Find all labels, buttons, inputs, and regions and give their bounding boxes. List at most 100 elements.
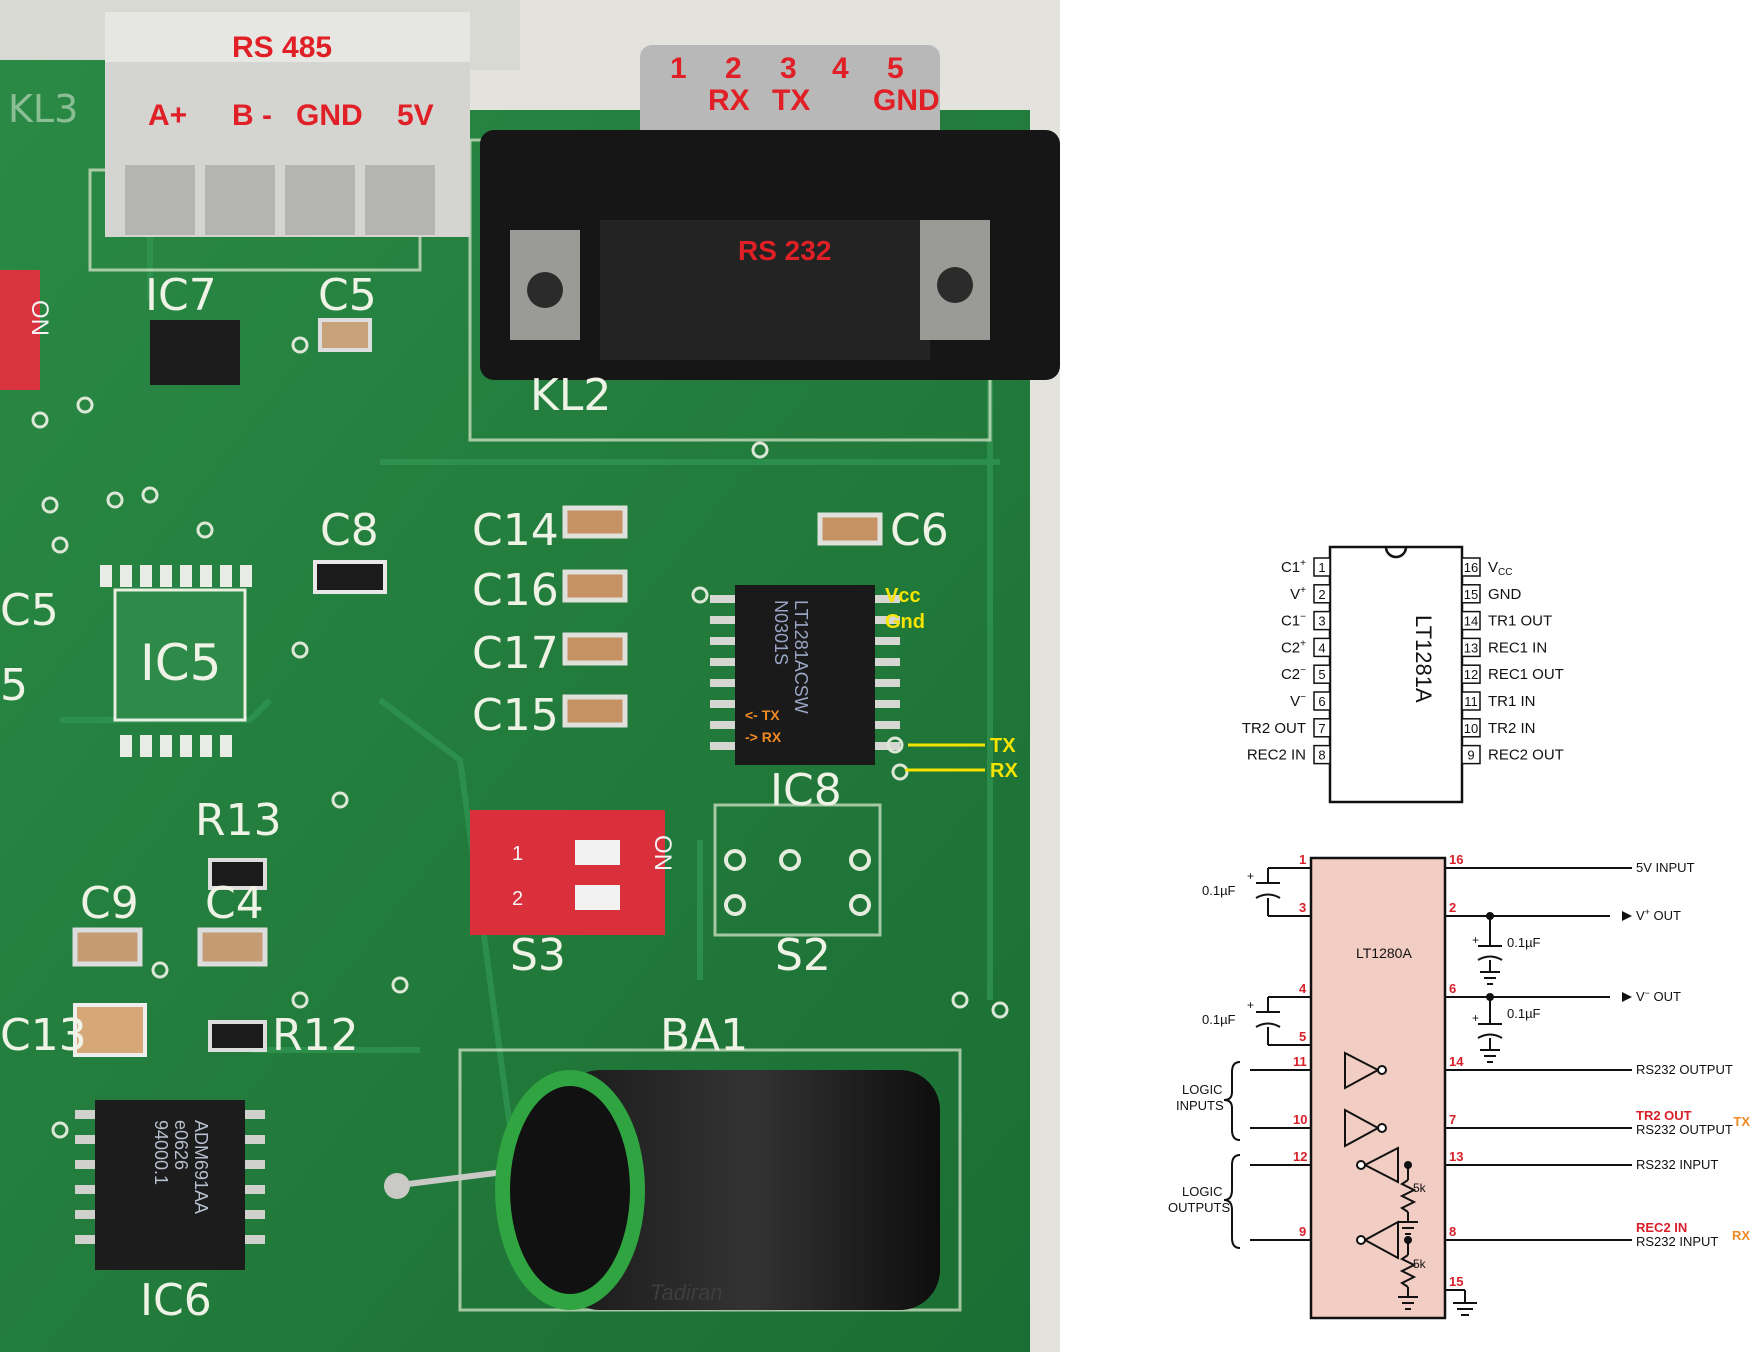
lt1280a-body (1309, 856, 1447, 1320)
rs485-pin-gnd: GND (296, 99, 363, 132)
pinout-pin-name: C1+ (1281, 558, 1306, 576)
pinout-pin-number: 4 (1318, 640, 1325, 655)
label-rx: RX (1732, 1228, 1750, 1243)
app-pin-3: 3 (1299, 900, 1306, 915)
db9-pin-1: 1 (670, 52, 687, 85)
rx-wire-label: RX (990, 760, 1018, 782)
ic6-marking-line2: e0626 (171, 1120, 191, 1170)
battery-marking: Tadiran (650, 1280, 723, 1305)
app-pin-10: 10 (1293, 1112, 1307, 1127)
c8-capacitor (313, 560, 387, 594)
pinout-pin-number: 3 (1318, 614, 1325, 629)
pinout-pin-name: V+ (1290, 585, 1306, 603)
pinout-pin-number: 1 (1318, 560, 1325, 575)
ic6-marking-line3: 94000.1 (151, 1120, 171, 1185)
app-pin-5: 5 (1299, 1029, 1306, 1044)
label-rs232-output-2: RS232 OUTPUT (1636, 1122, 1733, 1137)
logic-outputs-line1: LOGIC (1182, 1184, 1222, 1199)
r12-resistor (208, 1020, 267, 1052)
on-left-label: ON (26, 300, 53, 336)
label-tr2-out: TR2 OUT (1636, 1108, 1692, 1123)
ic8-marking-line1: LT1281ACSW (791, 600, 811, 714)
pinout-pin-name: C1− (1281, 612, 1306, 630)
ba1-battery (384, 1070, 940, 1310)
app-pin-6: 6 (1449, 981, 1456, 996)
label-tx: TX (1733, 1114, 1750, 1129)
svg-text:+: + (1247, 998, 1254, 1012)
label-rs232-input-2: RS232 INPUT (1636, 1234, 1718, 1249)
app-pin-12: 12 (1293, 1149, 1307, 1164)
pinout-left-pin-4: 4C2+ (1281, 637, 1331, 658)
pinout-left-pin-5: 5C2− (1281, 664, 1331, 684)
pinout-pin-name: TR1 OUT (1488, 613, 1552, 630)
db9-pin-gnd: GND (873, 84, 940, 117)
pinout-pin-number: 10 (1464, 721, 1478, 736)
pinout-pin-name: V− (1290, 692, 1306, 710)
ic6-chip (75, 1100, 265, 1270)
cap-label-4: 0.1µF (1507, 1006, 1541, 1021)
c16-label: C16 (472, 565, 559, 616)
r12-label: R12 (272, 1010, 359, 1061)
app-pin-4: 4 (1299, 981, 1307, 996)
c17-label: C17 (472, 628, 559, 679)
app-pin-9: 9 (1299, 1224, 1306, 1239)
app-pin-15: 15 (1449, 1274, 1463, 1289)
c4-capacitor (197, 927, 268, 967)
ic7-chip (150, 320, 240, 385)
kl2-label: KL2 (530, 370, 611, 421)
s3-dip-switch (470, 810, 665, 935)
c5-left-label: C5 (0, 585, 59, 636)
pinout-pin-number: 6 (1318, 694, 1325, 709)
s2-label: S2 (775, 930, 831, 981)
pinout-pin-name: REC1 OUT (1488, 666, 1564, 683)
pinout-pin-name: TR2 IN (1488, 720, 1536, 737)
pinout-pin-number: 11 (1464, 694, 1478, 709)
pinout-notch (1384, 546, 1408, 559)
logic-inputs-line2: INPUTS (1176, 1098, 1224, 1113)
on-switch-label: ON (649, 835, 676, 871)
db9-pin-4: 4 (832, 52, 849, 85)
pinout-pin-name: VCC (1488, 559, 1512, 578)
pcb-photo: KL3 IC7 C5 KL2 C8 C6 C14 C16 C17 C15 C5 … (0, 0, 1060, 1352)
pinout-pin-number: 16 (1464, 560, 1478, 575)
application-circuit: LT1280A (1168, 852, 1750, 1320)
pinout-chip-name: LT1281A (1411, 615, 1436, 703)
rs485-pin-a: A+ (148, 99, 187, 132)
db9-pin-2: 2 (725, 52, 742, 85)
ic8-rx-out-label: -> RX (745, 729, 782, 745)
ba1-label: BA1 (660, 1010, 748, 1061)
pinout-pin-number: 9 (1467, 748, 1474, 763)
c13-capacitor (73, 1003, 147, 1057)
app-pin-2: 2 (1449, 900, 1456, 915)
label-vminus-out: V− OUT (1636, 988, 1681, 1004)
ic8-marking-line2: N0301S (771, 600, 791, 665)
app-pin-8: 8 (1449, 1224, 1456, 1239)
pinout-left-pin-2: 2 V+ (1290, 584, 1331, 604)
cap-label-3: 0.1µF (1507, 935, 1541, 950)
c15-label: C15 (472, 690, 559, 741)
app-pin-7: 7 (1449, 1112, 1456, 1127)
db9-pin-tx: TX (772, 84, 810, 117)
pinout-right-pin-16: 16 VCC (1461, 557, 1512, 578)
kl3-label: KL3 (8, 87, 78, 131)
label-rs232-output-1: RS232 OUTPUT (1636, 1062, 1733, 1077)
app-pin-11: 11 (1293, 1054, 1307, 1069)
lt1280a-name: LT1280A (1356, 945, 1412, 961)
c5-capacitor (318, 318, 372, 352)
svg-text:+: + (1247, 869, 1254, 883)
pinout-left-pin-1: 1 C1+ (1281, 557, 1331, 577)
ic6-label: IC6 (140, 1275, 212, 1326)
ic8-tx-in-label: <- TX (745, 707, 780, 723)
r13-label: R13 (195, 795, 282, 846)
switch-2-label: 2 (512, 888, 523, 910)
pinout-pin-number: 2 (1318, 587, 1325, 602)
app-pin-14: 14 (1449, 1054, 1464, 1069)
label-5v-input: 5V INPUT (1636, 860, 1695, 875)
c6-label: C6 (890, 505, 949, 556)
db9-pin-5: 5 (887, 52, 904, 85)
ic5-chip (100, 565, 252, 757)
